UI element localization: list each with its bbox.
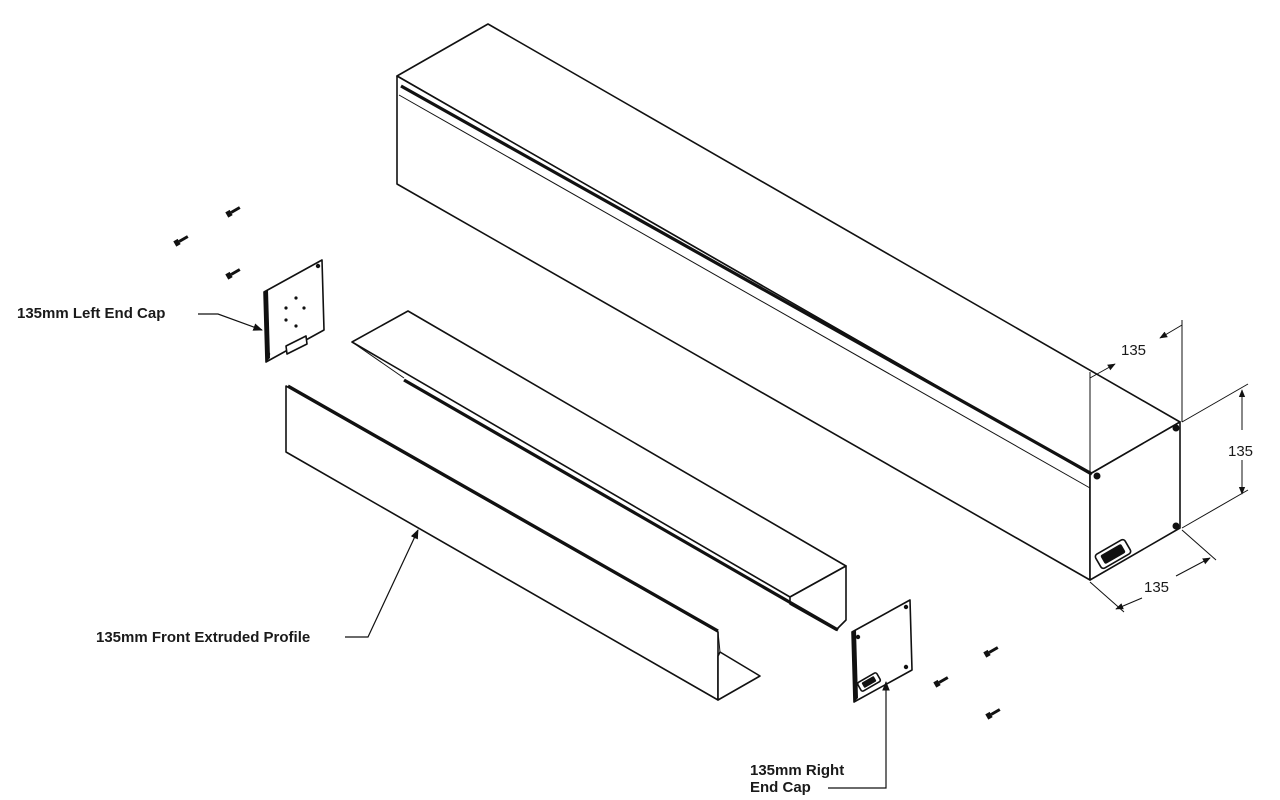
right-screws <box>933 646 1001 720</box>
enclosure-seam <box>400 84 1093 476</box>
label-right-end-cap-line2: End Cap <box>750 779 811 796</box>
enclosure-end-face <box>1089 421 1181 581</box>
leader-lines <box>198 313 890 789</box>
front-extruded-profile <box>285 384 761 701</box>
rear-extruded-profile <box>351 310 847 632</box>
dimension-width: 135 <box>1144 579 1170 596</box>
right-end-cap <box>851 599 913 703</box>
left-end-cap <box>263 259 325 363</box>
label-front-extruded-profile: 135mm Front Extruded Profile <box>96 629 311 646</box>
left-screws <box>173 206 241 280</box>
dimension-depth: 135 <box>1121 342 1147 359</box>
end-cap-screw-head <box>1172 424 1180 432</box>
label-right-end-cap-line1: 135mm Right <box>750 762 845 779</box>
assembled-enclosure <box>396 23 1181 581</box>
dimension-lines <box>1089 320 1249 613</box>
end-cap-screw-head <box>1172 522 1180 530</box>
dimension-height: 135 <box>1228 443 1254 460</box>
label-left-end-cap: 135mm Left End Cap <box>17 305 166 322</box>
connector-cutout-inner <box>1100 544 1126 564</box>
end-cap-screw-head <box>1093 472 1101 480</box>
enclosure-seam-lower <box>398 94 1091 489</box>
